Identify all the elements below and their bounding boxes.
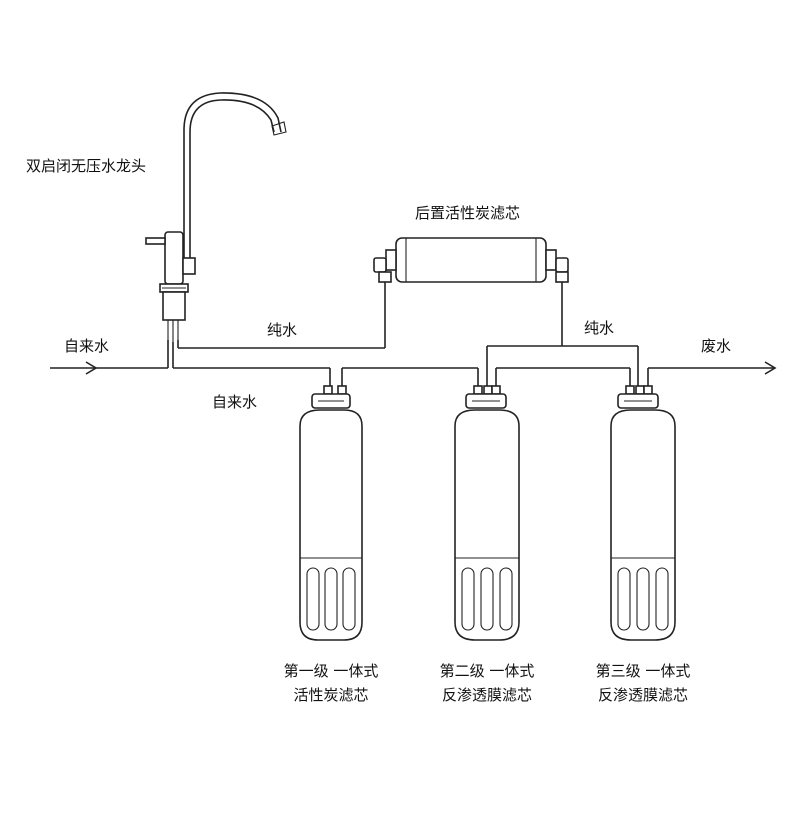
post-carbon-filter-icon: [373, 237, 569, 283]
filter-stage-label: 第三级 一体式: [595, 662, 691, 680]
faucet-label: 双启闭无压水龙头: [26, 157, 147, 175]
pure-water-left-label: 纯水: [267, 321, 298, 339]
filter-cartridge-icon: [610, 385, 676, 641]
tap-water-line-label: 自来水: [212, 393, 258, 411]
filter-stage-label: 第二级 一体式: [439, 662, 535, 680]
filter-caption-1: 第一级 一体式 活性炭滤芯: [256, 659, 406, 707]
filter-cartridge-icon: [454, 385, 520, 641]
tap-water-inlet-line: [50, 340, 331, 392]
filter-cartridge-icon: [299, 385, 363, 641]
pure-water-line: [177, 282, 639, 392]
waste-water-label: 废水: [701, 337, 732, 355]
filter-caption-3: 第三级 一体式 反渗透膜滤芯: [568, 659, 718, 707]
tap-water-in-label: 自来水: [64, 337, 110, 355]
pure-water-right-label: 纯水: [584, 319, 615, 337]
faucet-icon: [145, 92, 287, 342]
filter-stage-label: 第一级 一体式: [283, 662, 379, 680]
filter-name-label: 反渗透膜滤芯: [597, 686, 688, 704]
stage-connection-lines: [341, 361, 777, 392]
filter-caption-2: 第二级 一体式 反渗透膜滤芯: [412, 659, 562, 707]
post-filter-label: 后置活性炭滤芯: [415, 204, 521, 222]
filter-name-label: 反渗透膜滤芯: [441, 686, 532, 704]
filter-name-label: 活性炭滤芯: [293, 686, 369, 704]
